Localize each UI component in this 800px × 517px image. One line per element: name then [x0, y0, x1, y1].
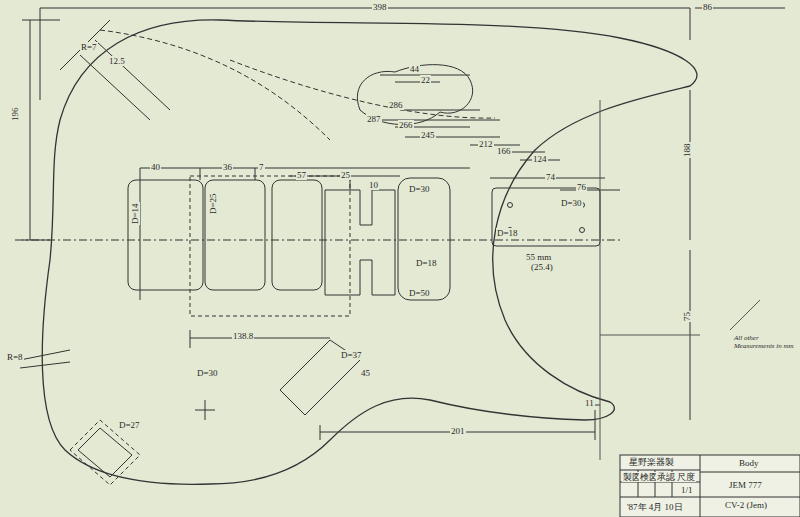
- title-cell: 承認: [656, 472, 676, 482]
- dimension: 286: [388, 100, 404, 110]
- title-cell: '87年 4月 10日: [626, 502, 684, 512]
- dimension: D=50: [408, 288, 431, 298]
- dimension: D=27: [118, 420, 141, 430]
- title-cell: CV-2 (Jem): [724, 500, 768, 510]
- dimension: 138.8: [232, 331, 254, 341]
- dimension: 75: [682, 311, 692, 322]
- title-cell: 尺度: [676, 472, 696, 482]
- dimension: 55 mm: [525, 252, 552, 262]
- title-cell: 1/1: [680, 485, 694, 495]
- dimension: (25.4): [530, 262, 554, 272]
- dimension: 44: [409, 64, 420, 74]
- dimension: 12.5: [108, 56, 126, 66]
- dimension: 45: [360, 368, 371, 378]
- dimension: 287: [366, 114, 382, 124]
- dimension: 10: [368, 180, 379, 190]
- dimension: R=8: [6, 352, 24, 362]
- dimension: 11: [584, 398, 595, 408]
- dimension: D=14: [130, 202, 140, 225]
- dimension: D=18: [415, 258, 438, 268]
- dimension: 22: [420, 75, 431, 85]
- dimension: D=30: [196, 368, 219, 378]
- dimension: 245: [420, 130, 436, 140]
- dimension: D=18: [496, 228, 519, 238]
- dimension: 196: [10, 107, 20, 123]
- dimension: 86: [702, 2, 713, 12]
- dimension: 266: [398, 120, 414, 130]
- dimension: 124: [532, 154, 548, 164]
- title-cell: 星野楽器製: [628, 457, 675, 467]
- title-cell: JEM 777: [728, 480, 763, 490]
- dimension: 212: [478, 139, 494, 149]
- dimension: R=7: [80, 42, 98, 52]
- dimension: 398: [372, 2, 388, 12]
- dimension: 188: [682, 143, 692, 159]
- title-cell: Body: [738, 458, 760, 468]
- dimension: D=30: [408, 184, 431, 194]
- dimension: D=37: [340, 350, 363, 360]
- dimension: 76: [576, 182, 587, 192]
- note-text: All other Measurements in mm: [733, 334, 797, 350]
- dimension: 36: [222, 162, 233, 172]
- dimension: 25: [340, 170, 351, 180]
- dimension: 57: [296, 170, 307, 180]
- dimension: 201: [450, 426, 466, 436]
- dimension: D=30: [560, 198, 583, 208]
- dimension: 74: [545, 172, 556, 182]
- dimension: D=25: [208, 192, 218, 215]
- dimension: 166: [496, 146, 512, 156]
- dimension: 40: [150, 162, 161, 172]
- dimension: 7: [258, 162, 265, 172]
